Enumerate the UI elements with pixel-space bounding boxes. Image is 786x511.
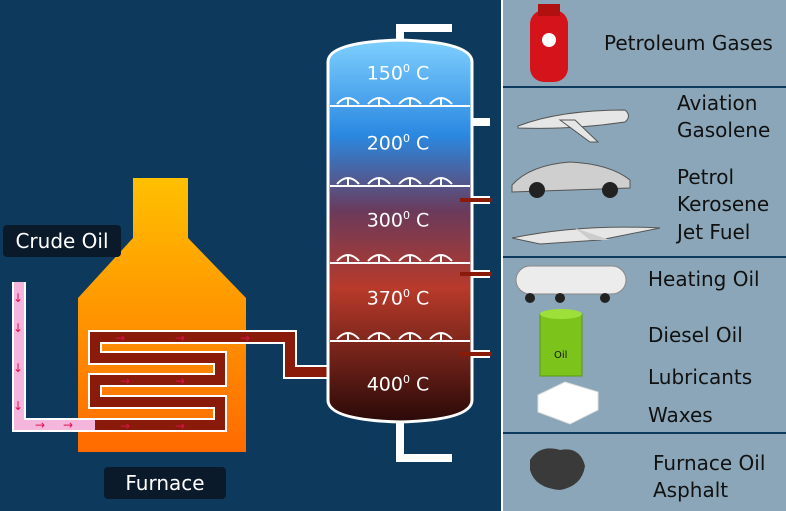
svg-text:↓: ↓ bbox=[13, 361, 23, 375]
bubble-cap bbox=[367, 97, 391, 106]
bubble-cap bbox=[398, 254, 422, 263]
product-kerosene: Kerosene bbox=[677, 192, 770, 216]
oil-barrel-icon: Oil bbox=[539, 309, 583, 377]
product-lubricants: Lubricants bbox=[648, 365, 753, 389]
temp-300: 3000 C bbox=[366, 209, 430, 232]
product-jet-fuel: Jet Fuel bbox=[677, 220, 751, 244]
svg-text:→: → bbox=[63, 418, 73, 432]
bubble-cap bbox=[367, 254, 391, 263]
bubble-cap bbox=[336, 254, 360, 263]
bubble-cap bbox=[398, 97, 422, 106]
wax-block-icon bbox=[537, 381, 599, 425]
car-icon bbox=[511, 161, 631, 198]
bubble-cap bbox=[398, 332, 422, 341]
distillation-column bbox=[326, 38, 474, 424]
bubble-cap bbox=[367, 177, 391, 186]
product-petrol: Petrol bbox=[677, 165, 735, 189]
product-furnace-oil: Furnace Oil bbox=[653, 451, 766, 475]
product-waxes: Waxes bbox=[648, 403, 713, 427]
temp-200: 2000 C bbox=[366, 132, 430, 155]
svg-text:→: → bbox=[175, 374, 185, 388]
airplane-icon bbox=[517, 109, 629, 143]
product-aviation: Aviation bbox=[677, 91, 758, 115]
svg-text:↓: ↓ bbox=[13, 321, 23, 335]
bubble-cap bbox=[429, 332, 453, 341]
product-gasolene: Gasolene bbox=[677, 118, 771, 142]
svg-text:↓: ↓ bbox=[13, 291, 23, 305]
product-diesel-oil: Diesel Oil bbox=[648, 323, 743, 347]
temp-400: 4000 C bbox=[366, 373, 430, 396]
svg-text:→: → bbox=[240, 331, 250, 345]
bubble-cap bbox=[367, 332, 391, 341]
asphalt-rock-icon bbox=[530, 448, 585, 490]
temp-150: 1500 C bbox=[366, 62, 430, 85]
svg-text:→: → bbox=[120, 374, 130, 388]
bubble-cap bbox=[336, 332, 360, 341]
gas-cylinder-icon bbox=[530, 4, 568, 82]
product-heating-oil: Heating Oil bbox=[648, 267, 760, 291]
product-asphalt: Asphalt bbox=[653, 478, 729, 502]
tanker-truck-icon bbox=[515, 265, 627, 303]
bubble-cap bbox=[336, 177, 360, 186]
svg-text:→: → bbox=[175, 331, 185, 345]
crude-oil-label: Crude Oil bbox=[3, 225, 121, 257]
product-petroleum-gases: Petroleum Gases bbox=[604, 31, 773, 55]
svg-text:↓: ↓ bbox=[13, 399, 23, 413]
jet-fighter-icon bbox=[511, 226, 661, 245]
barrel-label: Oil bbox=[554, 350, 567, 361]
bubble-cap bbox=[429, 177, 453, 186]
svg-text:→: → bbox=[175, 419, 185, 433]
bubble-cap bbox=[336, 97, 360, 106]
bubble-cap bbox=[398, 177, 422, 186]
bubble-cap bbox=[429, 254, 453, 263]
temp-370: 3700 C bbox=[366, 287, 430, 310]
furnace-label: Furnace bbox=[104, 467, 226, 499]
bubble-cap bbox=[429, 97, 453, 106]
svg-text:→: → bbox=[120, 419, 130, 433]
svg-text:→: → bbox=[115, 331, 125, 345]
svg-text:→: → bbox=[35, 418, 45, 432]
